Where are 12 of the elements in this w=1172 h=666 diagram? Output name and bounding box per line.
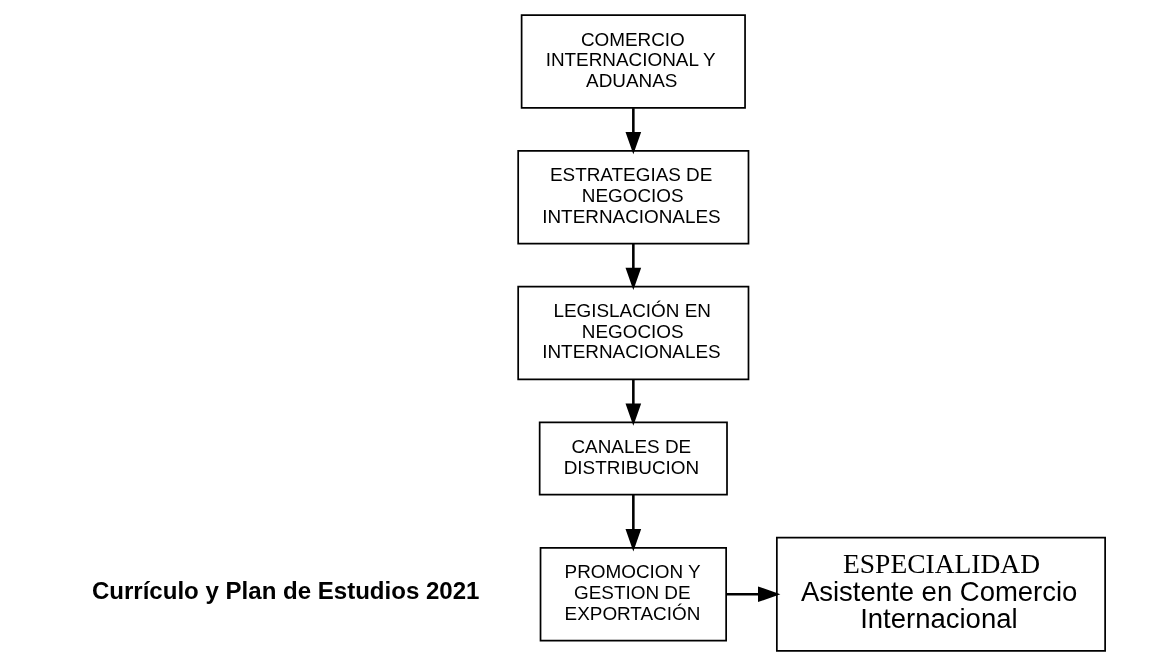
- arrow: [625, 108, 641, 155]
- node-box: ESPECIALIDAD Asistente en Comercio Internacional: [775, 536, 1106, 652]
- arrow: [625, 243, 641, 291]
- node-box: LEGISLACIÓN EN NEGOCIOS INTERNACIONALES: [516, 285, 749, 381]
- node-box: PROMOCION Y GESTION DE EXPORTACIÓN: [539, 547, 727, 642]
- arrow: [625, 494, 641, 552]
- label: Currículo y Plan de Estudios 2021: [91, 576, 479, 604]
- arrow: [725, 586, 780, 603]
- node-box: CANALES DE DISTRIBUCION: [538, 421, 728, 496]
- node-box: COMERCIO INTERNACIONAL Y ADUANAS: [520, 14, 746, 109]
- arrow: [625, 379, 641, 426]
- node-box: ESTRATEGIAS DE NEGOCIOS INTERNACIONALES: [516, 149, 749, 245]
